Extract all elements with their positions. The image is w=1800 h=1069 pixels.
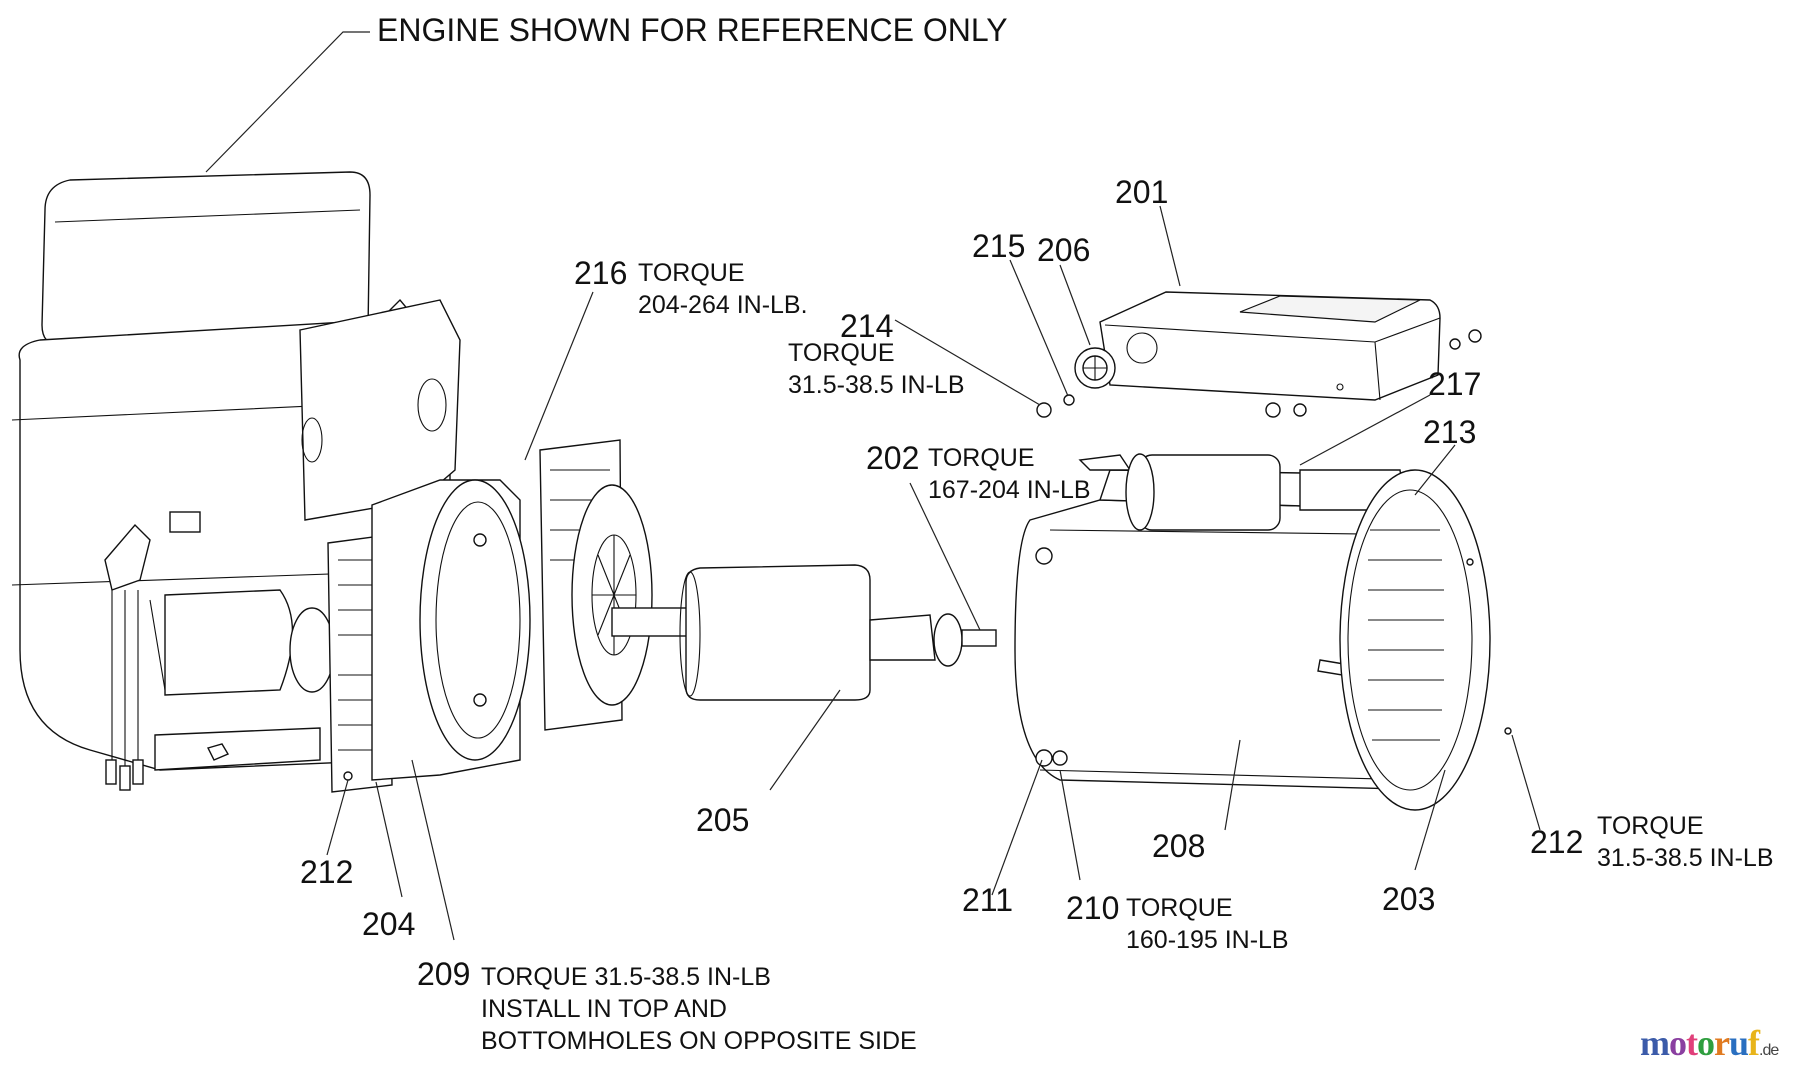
callout-205: 205 <box>696 802 750 838</box>
watermark-letter: t <box>1686 1023 1698 1063</box>
watermark-text: motoruf <box>1640 1023 1760 1063</box>
watermark-letter: o <box>1669 1023 1687 1063</box>
callout-214-note: TORQUE 31.5-38.5 IN-LB <box>788 337 965 401</box>
watermark-logo: motoruf.de <box>1640 1022 1779 1064</box>
note-line: TORQUE <box>638 259 745 287</box>
callout-216: 216 <box>574 255 628 291</box>
note-line: 204-264 IN-LB. <box>638 291 808 319</box>
watermark-letter: m <box>1640 1023 1670 1063</box>
watermark-suffix: .de <box>1759 1042 1779 1059</box>
part-203-end-cover <box>1339 469 1512 811</box>
callout-202-note: TORQUE 167-204 IN-LB <box>928 442 1091 506</box>
callout-210: 210 <box>1066 890 1120 926</box>
callout-202: 202 <box>866 440 920 476</box>
note-line: BOTTOMHOLES ON OPPOSITE SIDE <box>481 1027 917 1055</box>
callout-212-right: 212 <box>1530 824 1584 860</box>
note-line: TORQUE <box>1126 894 1233 922</box>
callout-212-left: 212 <box>300 854 354 890</box>
watermark-letter: u <box>1728 1023 1749 1063</box>
part-205-rotor <box>611 564 997 701</box>
note-line: 160-195 IN-LB <box>1126 926 1289 954</box>
leader-lines <box>205 31 1541 941</box>
watermark-letter: o <box>1697 1023 1715 1063</box>
callout-201: 201 <box>1115 174 1169 210</box>
small-hardware <box>1036 329 1482 418</box>
note-line: INSTALL IN TOP AND <box>481 995 727 1023</box>
note-line: 167-204 IN-LB <box>928 476 1091 504</box>
callout-206: 206 <box>1037 232 1091 268</box>
callout-212-right-note: TORQUE 31.5-38.5 IN-LB <box>1597 810 1774 874</box>
note-line: 31.5-38.5 IN-LB <box>1597 844 1774 872</box>
note-line: TORQUE <box>928 444 1035 472</box>
callout-208: 208 <box>1152 828 1206 864</box>
part-216-fan <box>539 439 653 731</box>
callout-203: 203 <box>1382 881 1436 917</box>
watermark-letter: r <box>1714 1023 1730 1063</box>
engine-reference-note: ENGINE SHOWN FOR REFERENCE ONLY <box>377 12 1008 48</box>
note-line: 31.5-38.5 IN-LB <box>788 371 965 399</box>
callout-209: 209 <box>417 956 471 992</box>
callout-210-note: TORQUE 160-195 IN-LB <box>1126 892 1289 956</box>
callout-216-note: TORQUE 204-264 IN-LB. <box>638 257 808 321</box>
callout-211: 211 <box>962 882 1014 918</box>
callout-209-note: TORQUE 31.5-38.5 IN-LB INSTALL IN TOP AN… <box>481 961 917 1057</box>
callout-213: 213 <box>1423 414 1477 450</box>
callout-214: 214 <box>840 308 894 344</box>
note-line: TORQUE 31.5-38.5 IN-LB <box>481 963 771 991</box>
callout-217: 217 <box>1428 366 1482 402</box>
callout-204: 204 <box>362 906 416 942</box>
note-line: TORQUE <box>788 339 895 367</box>
note-line: TORQUE <box>1597 812 1704 840</box>
watermark-letter: f <box>1748 1023 1760 1063</box>
part-209-adapter <box>371 479 531 781</box>
part-201-cover <box>1099 291 1441 401</box>
callout-215: 215 <box>972 228 1026 264</box>
